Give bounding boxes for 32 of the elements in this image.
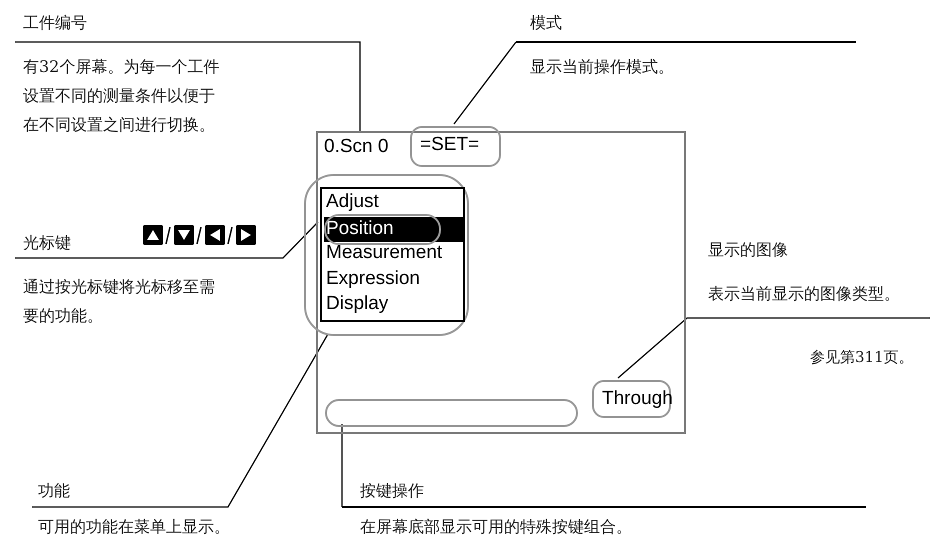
callout-heading: 功能 — [38, 480, 70, 502]
callout-heading: 显示的图像 — [708, 239, 788, 261]
callout-heading: 模式 — [530, 12, 562, 34]
callout-heading: 光标键 — [23, 232, 71, 254]
status-text: =SET= — [420, 134, 480, 156]
image-type-indicator — [592, 380, 671, 418]
leader-line — [453, 42, 517, 124]
callout-heading: 按键操作 — [360, 480, 424, 502]
menu-item: Adjust — [326, 190, 379, 214]
highlight-outline — [325, 399, 578, 427]
callout-text: 可用的功能在菜单上显示。 — [38, 516, 231, 538]
menu-list — [320, 187, 465, 322]
callout-heading: 工件编号 — [23, 12, 87, 34]
menu-item: Expression — [326, 266, 420, 290]
mode-indicator — [410, 126, 501, 167]
callout-text: 有32个屏幕。为每一个工件设置不同的测量条件以便于在不同设置之间进行切换。 — [23, 56, 220, 136]
leader-line — [15, 41, 361, 131]
status-text: Through — [602, 388, 673, 410]
highlight-outline — [304, 174, 469, 336]
leader-line — [15, 222, 318, 259]
callout-text: 表示当前显示的图像类型。 — [708, 283, 901, 305]
page-reference: 参见第311页。 — [810, 347, 914, 368]
leader-line — [32, 334, 329, 508]
selected-menu-item: Position — [326, 217, 394, 241]
menu-item: Measurement — [326, 241, 442, 265]
menu-item: Display — [326, 292, 388, 316]
leader-line — [618, 317, 930, 378]
callout-text: 通过按光标键将光标移至需要的功能。 — [23, 276, 216, 327]
leader-line — [341, 424, 343, 507]
screen-number: 0.Scn 0 — [324, 136, 388, 158]
callout-text: 显示当前操作模式。 — [530, 56, 675, 78]
callout-text: 在屏幕底部显示可用的特殊按键组合。 — [360, 516, 633, 538]
